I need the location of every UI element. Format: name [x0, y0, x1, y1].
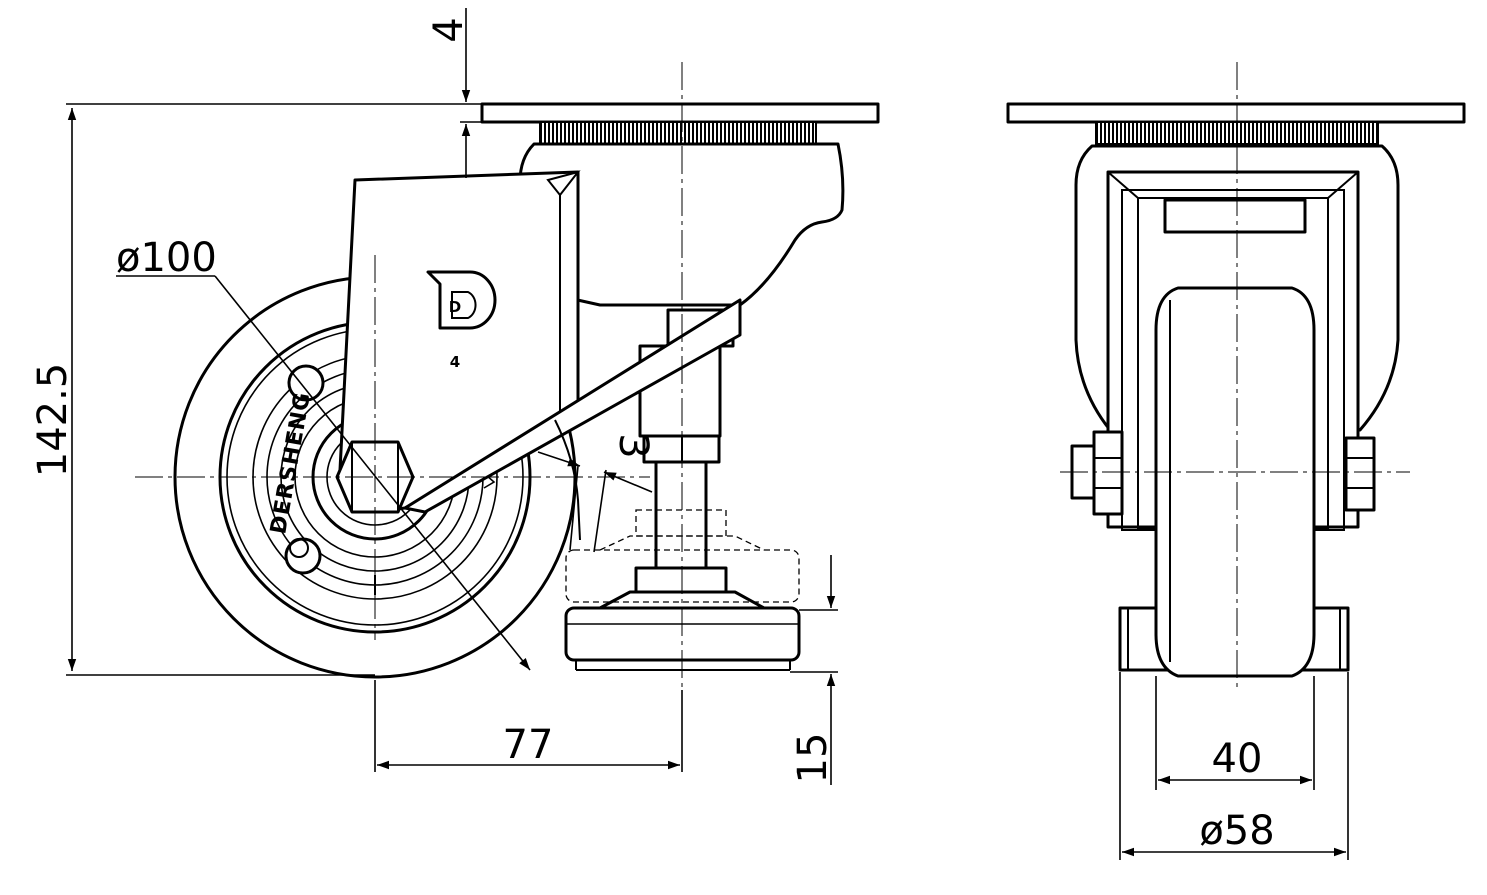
bracket-mark: 4	[450, 353, 460, 371]
brand-logo-icon: D	[426, 270, 497, 330]
leveler-screw	[654, 460, 708, 570]
height-dim-label: 142.5	[30, 363, 76, 478]
wheel-diameter-label: ø100	[116, 235, 217, 281]
axle-nut-left	[1092, 430, 1124, 516]
wheel-width-dim-label: 40	[1212, 736, 1263, 782]
fork-brace	[403, 298, 742, 514]
rivet-top	[287, 364, 325, 402]
wheel-front	[1154, 286, 1316, 678]
top-plate-front	[1006, 102, 1466, 124]
swivel-bearing-side	[539, 121, 817, 145]
pad-height-dim-label: 15	[790, 733, 836, 784]
wheel-diameter-leader	[214, 275, 531, 671]
logo-letter: D	[449, 298, 461, 316]
axle-block	[1163, 198, 1307, 234]
axle-nut-right	[1344, 436, 1376, 512]
dimensions: 142.5 4 ø100 77 3 15 40	[30, 8, 1349, 860]
top-plate-side	[480, 102, 880, 124]
front-view	[1006, 62, 1466, 690]
hub-logo-circle	[289, 538, 309, 558]
angle-dim-label: 3	[610, 433, 656, 458]
plate-gap-dim-label: 4	[426, 17, 472, 42]
pad-diameter-dim-label: ø58	[1199, 808, 1274, 854]
side-view: DERSHENG D 4	[135, 62, 880, 690]
offset-dim-label: 77	[503, 722, 554, 768]
